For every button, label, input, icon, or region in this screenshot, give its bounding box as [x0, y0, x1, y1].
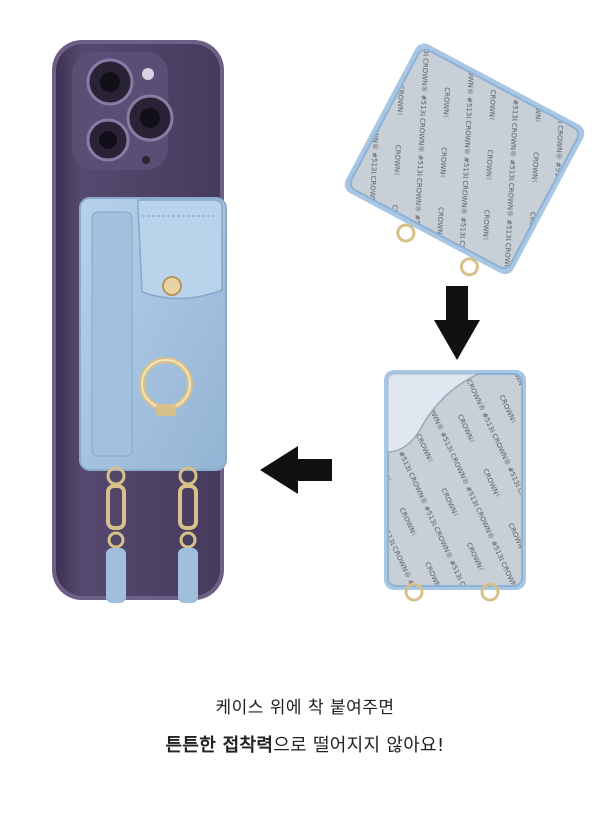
caption-line-1: 케이스 위에 착 붙여주면 — [0, 693, 610, 718]
adhesive-sticker-top — [344, 43, 585, 277]
strap-clasps — [106, 466, 198, 603]
flash-icon — [142, 68, 154, 80]
clasp-icon — [178, 466, 198, 603]
card-wallet — [79, 197, 227, 471]
caption-line-2: 튼튼한 접착력으로 떨어지지 않아요! — [0, 731, 610, 757]
arrow-left-icon — [260, 446, 332, 494]
arrow-down-icon — [434, 286, 480, 360]
clasp-icon — [106, 466, 126, 603]
adhesive-sticker-bottom — [384, 370, 526, 602]
product-illustration: CROWN® #513L CROWN® #513L — [52, 40, 585, 603]
snap-button-icon — [162, 276, 182, 296]
caption-line-1-text: 케이스 위에 착 붙여주면 — [215, 698, 395, 718]
caption-line-2-bold: 튼튼한 접착력 — [165, 735, 274, 756]
caption-line-2-rest: 으로 떨어지지 않아요! — [273, 735, 445, 756]
